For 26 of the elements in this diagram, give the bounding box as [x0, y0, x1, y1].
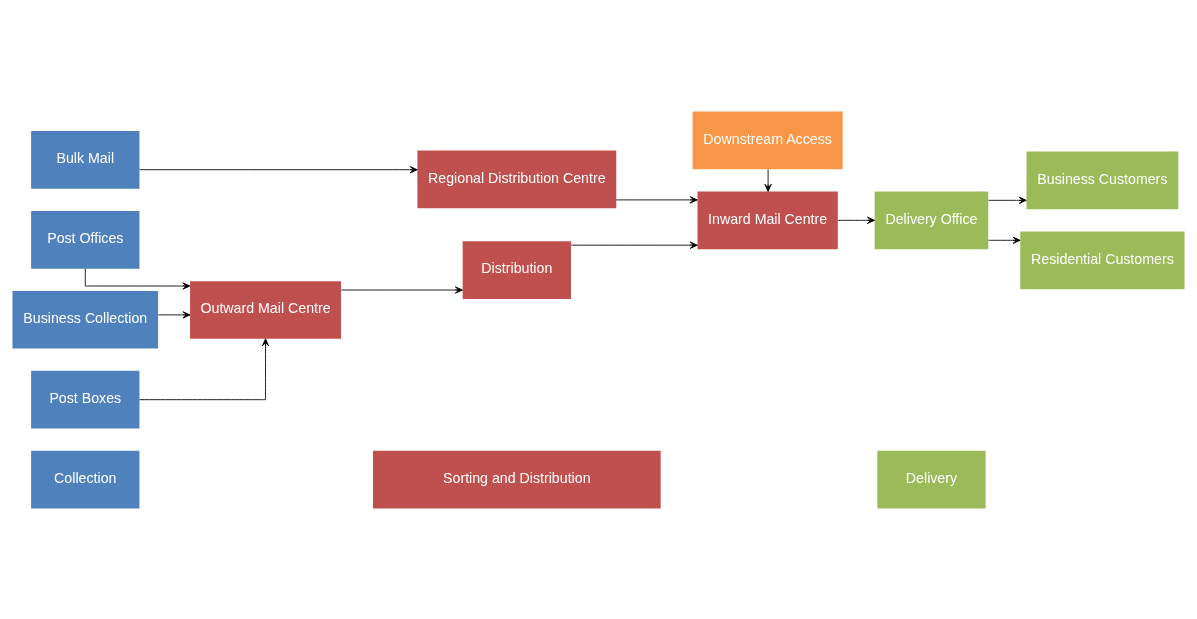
- arrow: [139, 337, 270, 400]
- arrow: [157, 310, 191, 319]
- node-box: Regional Distribution Centre: [417, 150, 617, 208]
- arrow: [987, 236, 1021, 244]
- node-box: Inward Mail Centre: [697, 190, 838, 249]
- node-box: Collection: [31, 450, 140, 508]
- node-box: Business Customers: [1026, 151, 1179, 209]
- arrow: [340, 285, 463, 294]
- arrow: [84, 267, 191, 290]
- node-box: Sorting and Distribution: [372, 450, 661, 508]
- arrow: [139, 165, 418, 173]
- arrow: [615, 195, 698, 204]
- node-box: Delivery Office: [874, 190, 989, 249]
- node-box: Business Collection: [12, 290, 159, 349]
- node-box: Post Boxes: [31, 370, 140, 429]
- arrow: [764, 168, 772, 192]
- arrow: [570, 241, 698, 249]
- arrow: [987, 196, 1027, 204]
- node-box: Post Offices: [31, 210, 140, 269]
- node-box: Residential Customers: [1020, 230, 1185, 289]
- node-box: Distribution: [462, 240, 571, 299]
- node-box: Bulk Mail: [31, 130, 140, 189]
- node-box: Delivery: [877, 450, 986, 508]
- node-box: Downstream Access: [692, 111, 843, 169]
- arrow: [837, 216, 875, 224]
- node-box: Outward Mail Centre: [190, 280, 341, 339]
